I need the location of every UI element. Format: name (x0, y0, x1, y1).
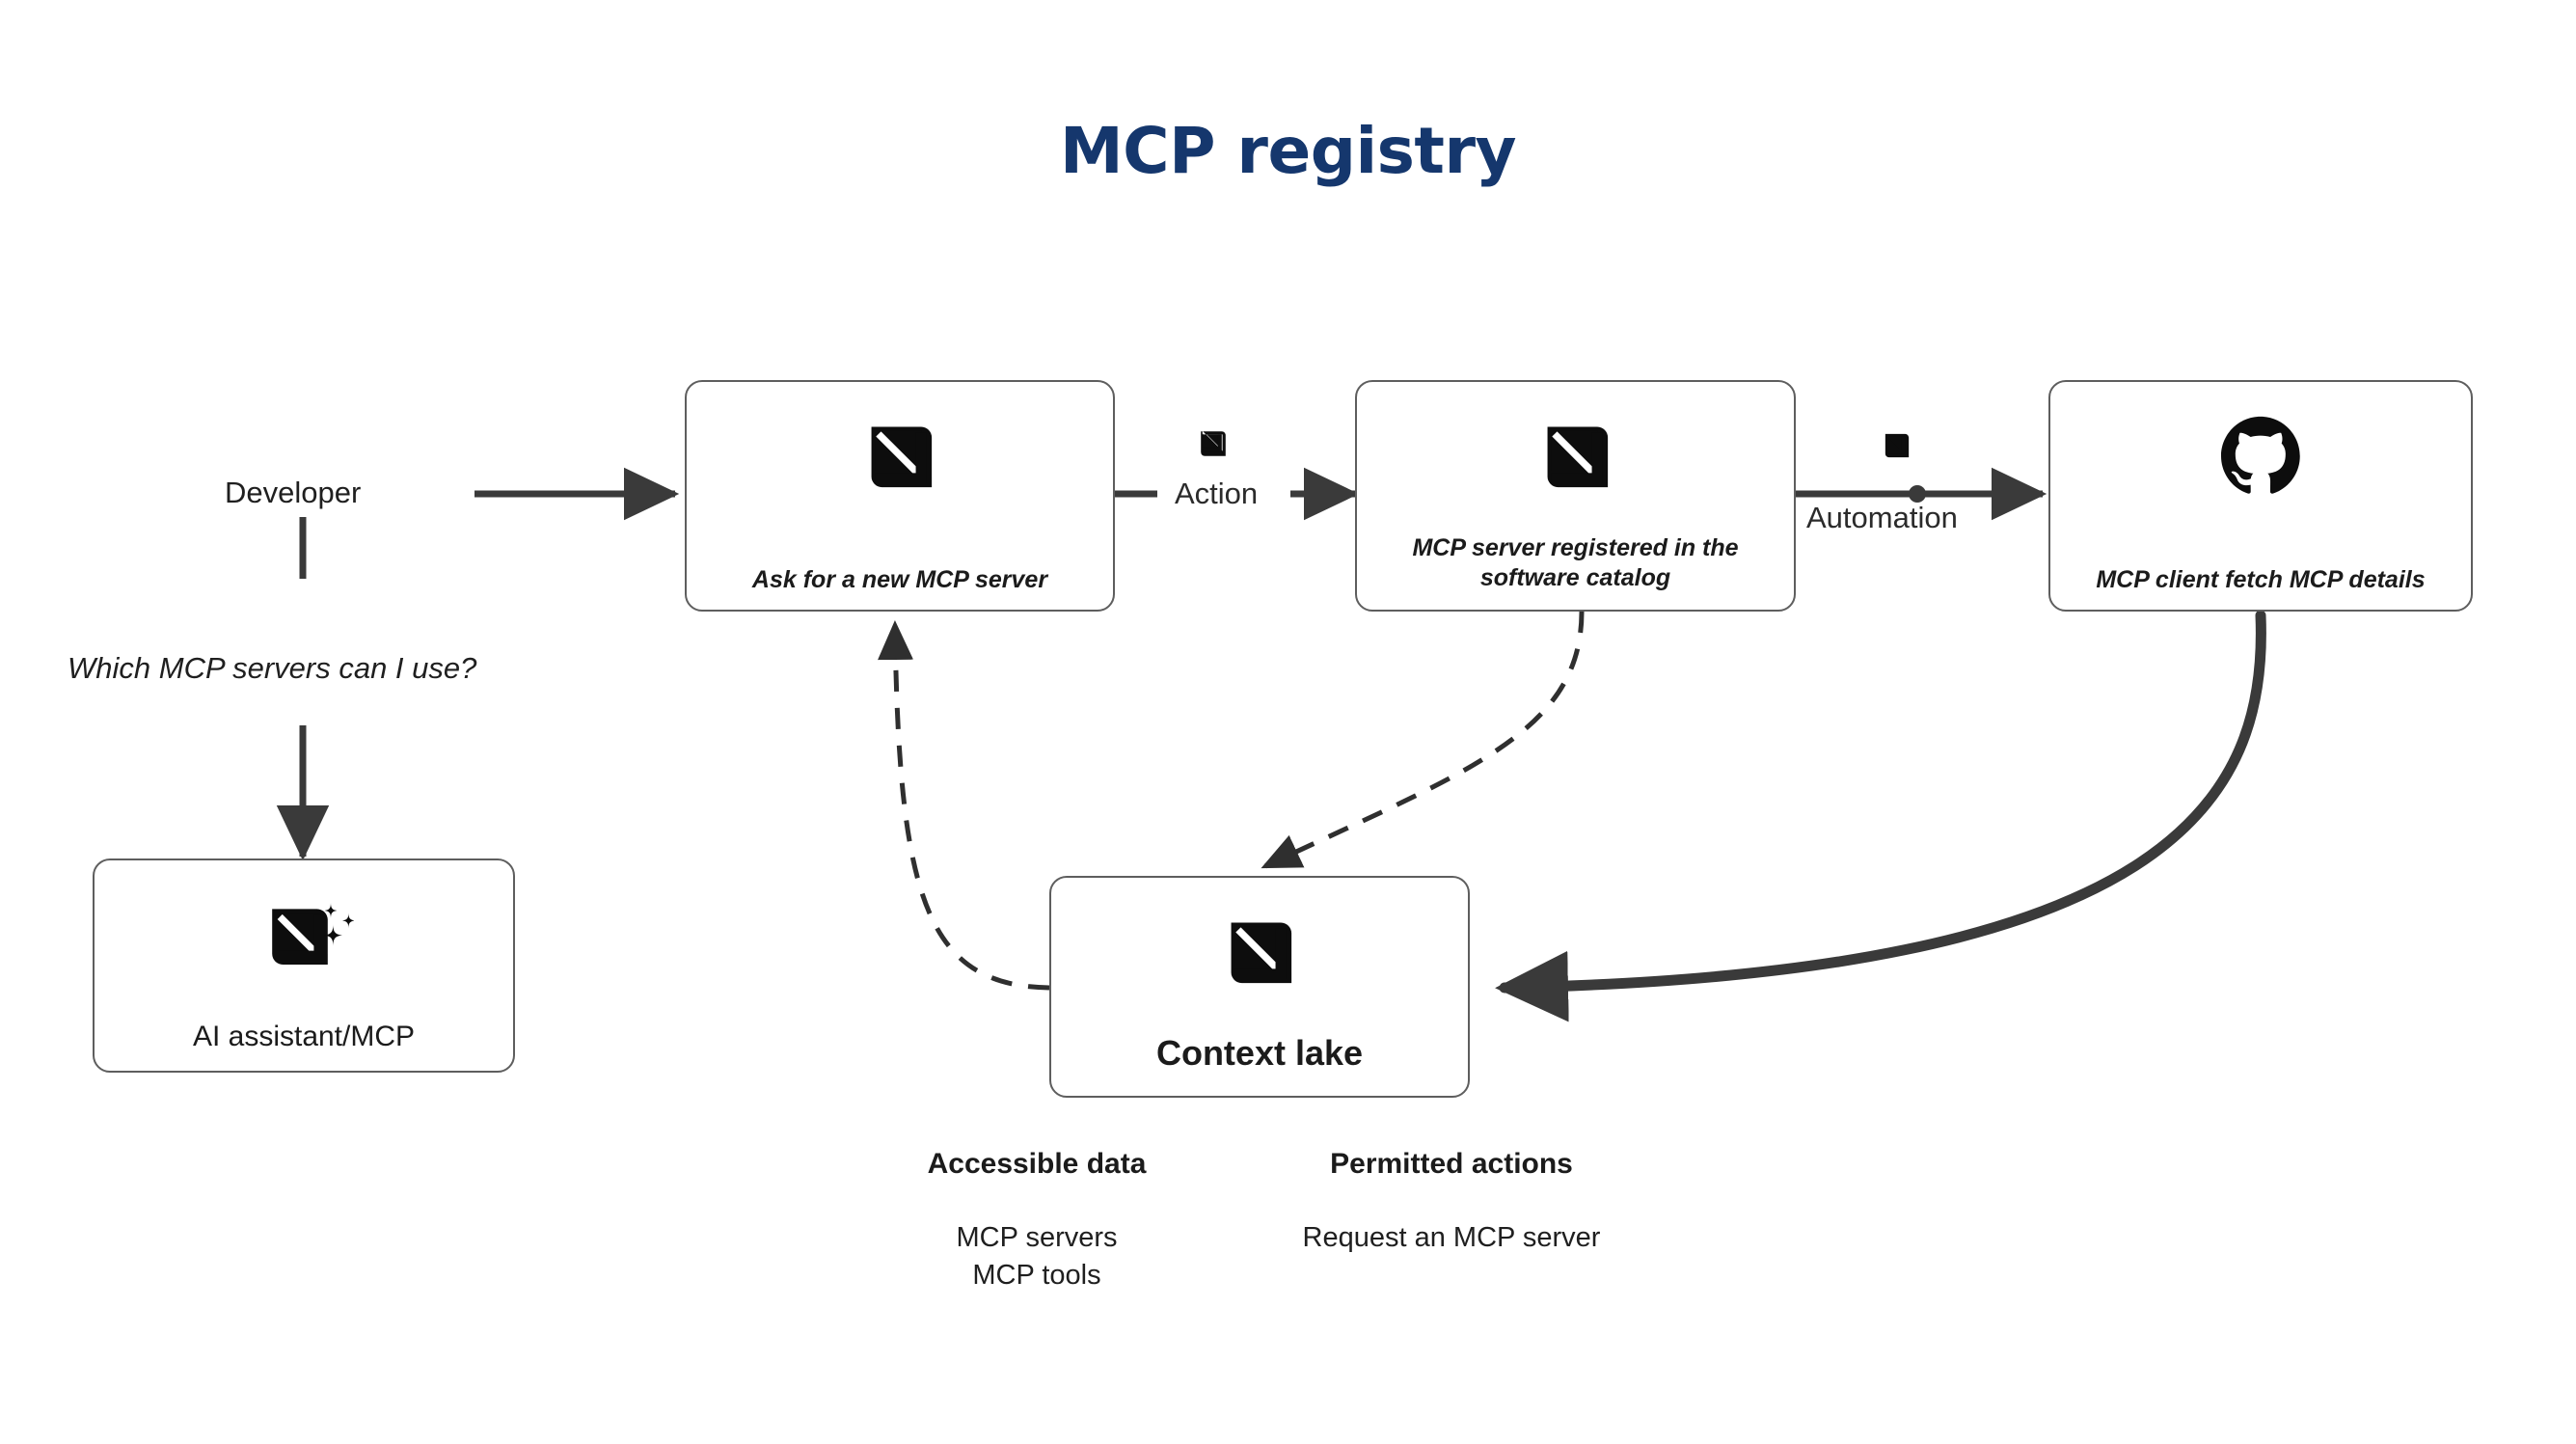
list-item: MCP tools (972, 1260, 1101, 1292)
edge-label-automation: Automation (1806, 501, 1958, 534)
automation-edge-mcp-icon (1885, 433, 1910, 458)
permitted-actions-heading: Permitted actions (1330, 1148, 1573, 1180)
node-label-server-registered: MCP server registered in the software ca… (1412, 534, 1739, 591)
mcp-icon (1532, 419, 1620, 492)
developer-question-label: Which MCP servers can I use? (68, 651, 477, 685)
edge-registered-to-lake (1261, 611, 1585, 869)
node-ask-new-server[interactable]: Ask for a new MCP server (685, 380, 1115, 612)
edge-lake-to-ask (878, 620, 1050, 991)
list-item: Request an MCP server (1302, 1222, 1601, 1253)
github-icon (2221, 416, 2300, 494)
developer-label: Developer (225, 476, 362, 509)
mcp-icon (855, 419, 944, 492)
permitted-actions-items: Request an MCP server (1225, 1219, 1678, 1257)
node-label-ai-assistant: AI assistant/MCP (192, 1021, 416, 1053)
node-label-context-lake: Context lake (1155, 1033, 1364, 1074)
mcp-icon (1215, 914, 1304, 988)
accessible-data-items: MCP servers MCP tools (858, 1219, 1215, 1294)
node-context-lake[interactable]: Context lake (1049, 876, 1470, 1098)
node-label-ask-new-server: Ask for a new MCP server (751, 565, 1048, 593)
page-title: MCP registry (1059, 114, 1517, 188)
node-ai-assistant[interactable]: AI assistant/MCP (93, 858, 515, 1073)
node-label-mcp-client-fetch: MCP client fetch MCP details (2096, 565, 2426, 593)
node-server-registered[interactable]: MCP server registered in the software ca… (1355, 380, 1796, 612)
accessible-data-heading: Accessible data (927, 1148, 1147, 1180)
edge-label-action: Action (1175, 477, 1259, 510)
list-item: MCP servers (956, 1222, 1118, 1253)
node-mcp-client-fetch[interactable]: MCP client fetch MCP details (2048, 380, 2473, 612)
mcp-sparkle-icon (254, 897, 354, 970)
action-edge-mcp-icon (1201, 430, 1226, 456)
edge-client-to-lake (1495, 610, 2266, 1022)
